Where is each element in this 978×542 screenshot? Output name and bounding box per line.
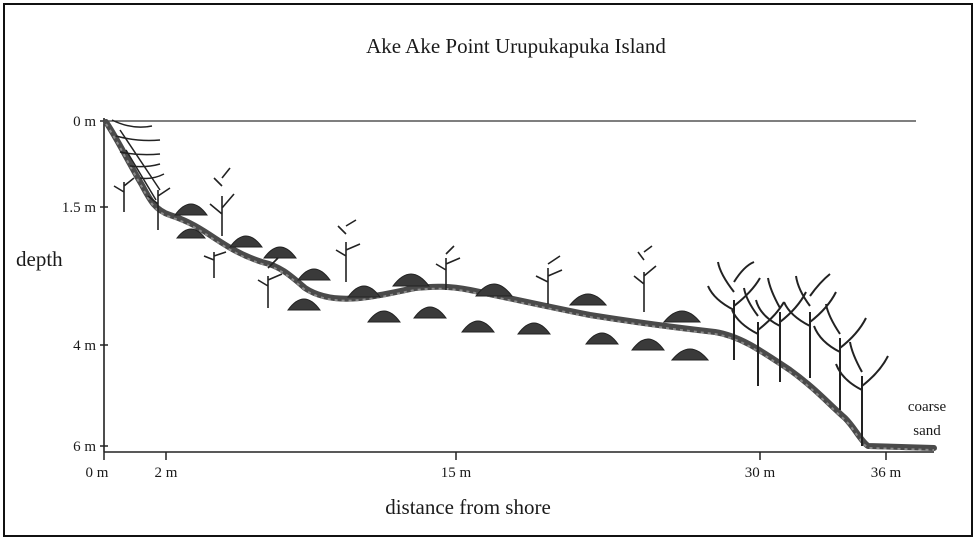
seabed-profile-line [103, 119, 937, 451]
x-tick-label: 2 m [155, 465, 178, 481]
diagram-frame [3, 3, 973, 537]
coarse-sand-label-line2: sand [913, 423, 941, 439]
y-tick-label: 1.5 m [62, 200, 97, 216]
x-tick-label: 0 m [86, 465, 109, 481]
kelp-icon [111, 119, 165, 201]
y-tick-label: 4 m [73, 338, 96, 354]
sea-urchin-icon [174, 203, 710, 361]
y-tick-label: 0 m [73, 114, 96, 130]
x-tick-label: 15 m [441, 465, 472, 481]
diagram-title: Ake Ake Point Urupukapuka Island [366, 34, 666, 58]
x-tick-label: 36 m [871, 465, 902, 481]
y-tick-label: 6 m [73, 439, 96, 455]
x-axis-title: distance from shore [385, 495, 551, 519]
seabed-texture [105, 123, 935, 451]
x-tick-label: 30 m [745, 465, 776, 481]
y-axis-title: depth [16, 247, 63, 271]
coarse-sand-label-line1: coarse [908, 399, 947, 415]
kelp-icon [707, 261, 889, 446]
seaweed-icon [113, 167, 657, 312]
